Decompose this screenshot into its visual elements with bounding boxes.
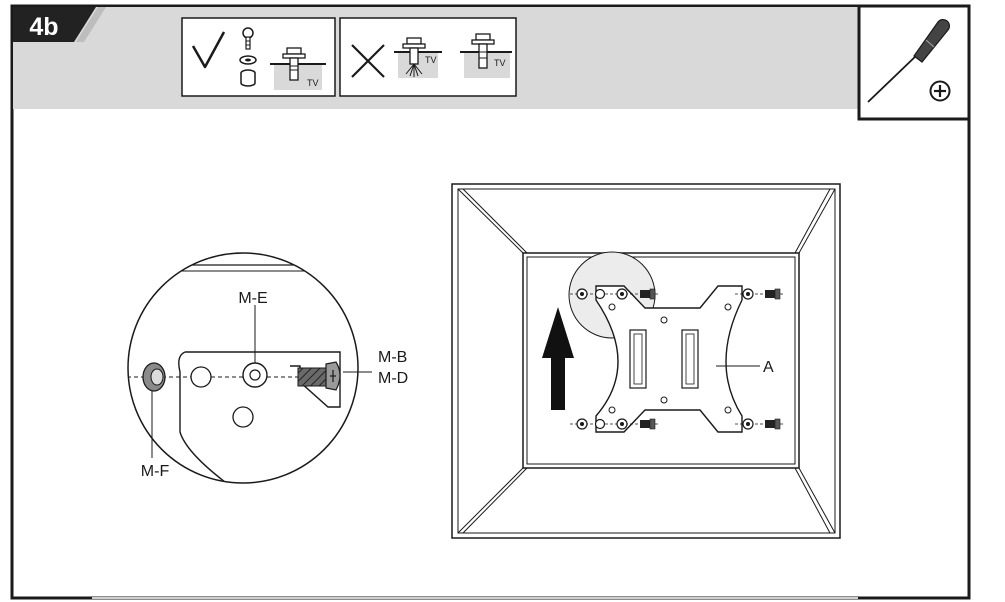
label-m-d: M-D [378, 370, 408, 387]
detail-callout: M-E M-B M-D M-F [127, 252, 408, 484]
legend-correct: TV [181, 17, 336, 97]
label-m-b: M-B [378, 349, 407, 366]
legend-incorrect: TV TV [339, 17, 517, 97]
hardware-row-bottom-left [570, 418, 660, 430]
tv-back-view: A [451, 183, 841, 539]
screw-m-b [297, 361, 341, 391]
correct-mount-icon: TV [270, 47, 326, 90]
washer-m-e [242, 362, 268, 388]
label-plate-a: A [763, 359, 774, 376]
loose-mount-icon: TV [460, 33, 512, 78]
plate-hole [190, 366, 212, 388]
step-number: 4b [29, 13, 58, 41]
plate-hole [232, 406, 254, 428]
tv-label: TV [425, 55, 437, 65]
cross-icon [351, 44, 385, 78]
checkmark-icon [191, 31, 226, 69]
tool-box [857, 4, 971, 121]
overtightened-mount-icon: TV [394, 37, 442, 78]
hardware-row-top-left [570, 288, 660, 300]
tv-label: TV [494, 58, 506, 68]
mounting-plate-a [595, 285, 743, 433]
phillips-screwdriver-icon [867, 19, 951, 103]
label-m-e: M-E [238, 290, 267, 307]
spacer-m-f [142, 362, 166, 392]
bolt-washer-spacer-icon [239, 27, 257, 87]
hardware-row-top-right [735, 288, 785, 300]
tv-label: TV [307, 78, 319, 88]
hardware-row-bottom-right [735, 418, 785, 430]
label-m-f: M-F [141, 463, 170, 480]
step-badge: 4b [13, 7, 106, 42]
up-arrow-icon [542, 307, 574, 410]
